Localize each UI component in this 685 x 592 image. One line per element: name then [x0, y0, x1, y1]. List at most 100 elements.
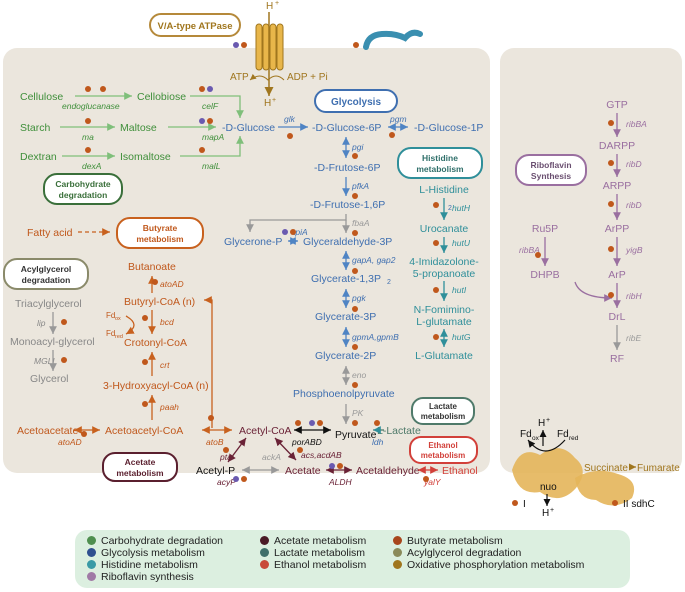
atp-arrow	[249, 73, 285, 81]
g3p-label: Glyceraldehyde-3P	[303, 236, 392, 248]
huti-label: hutI	[452, 285, 467, 295]
mgll-label: MGLL	[34, 356, 57, 366]
arrow	[527, 439, 566, 452]
dot	[608, 160, 614, 166]
dot	[152, 279, 158, 285]
dot	[608, 201, 614, 207]
arrow	[274, 437, 297, 461]
legend-item: Histidine metabolism	[87, 559, 198, 571]
dglucose-label: -D-Glucose	[222, 122, 275, 134]
glycolysis-box	[314, 89, 398, 113]
hutu-label: hutU	[452, 238, 471, 248]
acyl-box	[3, 258, 89, 290]
bacterium-icon	[363, 29, 423, 50]
hist-title-1: Histidine	[422, 153, 458, 163]
lact-title-2: metabolism	[421, 412, 465, 421]
por-label: porABD	[291, 437, 322, 447]
gtp-label: GTP	[606, 99, 628, 111]
acetylcoa-label: Acetyl-CoA	[239, 425, 292, 437]
buty-title-2: metabolism	[136, 234, 184, 244]
ldh-label: ldh	[372, 437, 384, 447]
dot	[352, 230, 358, 236]
endoglucanase-label: endoglucanase	[62, 101, 120, 111]
dot	[389, 132, 395, 138]
fatty-acid-label: Fatty acid	[27, 227, 73, 239]
atp-label: ATP	[230, 72, 249, 83]
butyryl-label: Butyryl-CoA (n)	[124, 296, 195, 308]
yaly-label: yalY	[423, 477, 442, 487]
atpase-label: V/A-type ATPase	[158, 21, 233, 32]
arrow	[246, 214, 347, 232]
legend-label: Butyrate metabolism	[407, 535, 503, 547]
ribo-title-2: Synthesis	[531, 171, 571, 181]
acyp-label: acyP	[217, 477, 236, 487]
ribd2-label: ribD	[626, 200, 642, 210]
legend-item: Acetate metabolism	[260, 535, 366, 547]
ethanol-label: Ethanol	[442, 465, 478, 477]
dot	[85, 147, 91, 153]
dot	[295, 420, 301, 426]
histidine-box	[397, 147, 483, 179]
gpm-label: gpmA,gpmB	[352, 332, 399, 342]
acet-title-1: Acetate	[125, 457, 156, 467]
arrow	[180, 136, 244, 157]
sdh-complex-icon	[575, 470, 635, 506]
nuo-complex-icon	[512, 448, 583, 499]
isomaltose-label: Isomaltose	[120, 151, 171, 163]
pta-label: pta	[219, 452, 232, 462]
dextran-label: Dextran	[20, 151, 57, 163]
mapa-label: mapA	[202, 132, 225, 142]
dot	[85, 118, 91, 124]
legend-dot	[260, 560, 269, 569]
gene-dots	[61, 86, 614, 482]
dot	[233, 476, 239, 482]
cell-panel	[3, 48, 490, 473]
legend-item: Butyrate metabolism	[393, 535, 503, 547]
atob-label: atoB	[206, 437, 224, 447]
acs-label: acs,acdAB	[301, 450, 342, 460]
dot	[433, 334, 439, 340]
legend-item: Oxidative phosphorylation metabolism	[393, 559, 584, 571]
dot	[352, 344, 358, 350]
dot	[353, 42, 359, 48]
legend-dot	[87, 548, 96, 557]
dot	[241, 42, 247, 48]
eno-label: eno	[352, 370, 366, 380]
legend-label: Carbohydrate degradation	[101, 535, 224, 547]
acetylp-label: Acetyl-P	[196, 465, 235, 477]
arpp2-label: ArPP	[605, 223, 630, 235]
h-top-label: H	[266, 1, 273, 12]
dot	[352, 193, 358, 199]
legend-item: Ethanol metabolism	[260, 559, 366, 571]
h1-label: H	[538, 418, 545, 429]
acka-label: ackA	[262, 452, 281, 462]
ribba2-label: ribBA	[519, 245, 540, 255]
drl-label: DrL	[609, 311, 626, 323]
butyrate-box	[116, 217, 204, 249]
arp-label: ArP	[608, 269, 626, 281]
pfka-label: pfkA	[351, 181, 369, 191]
legend: Carbohydrate degradation Glycolysis meta…	[75, 530, 630, 588]
riboflavin-box	[515, 154, 587, 186]
hist-title-2: metabolism	[416, 164, 464, 174]
fd-ox-sub: ox	[532, 435, 540, 442]
g2-label: Glycerate-2P	[315, 350, 376, 362]
carb-title-1: Carbohydrate	[55, 179, 111, 189]
dot	[233, 42, 239, 48]
acetaldehyde-label: Acetaldehyde	[356, 465, 420, 477]
dot	[142, 401, 148, 407]
acetate-label: Acetate	[285, 465, 321, 477]
arrow	[574, 281, 613, 302]
arrow	[227, 437, 247, 463]
legend-item: Glycolysis metabolism	[87, 547, 205, 559]
f16-sub: 2	[448, 205, 452, 212]
legend-item: Riboflavin synthesis	[87, 571, 194, 583]
glycolysis-title: Glycolysis	[331, 97, 381, 108]
arpp-label: ARPP	[603, 180, 632, 192]
legend-dot	[393, 560, 402, 569]
g13-label: Glycerate-1,3P	[311, 273, 381, 285]
fbaa-label: fbaA	[352, 218, 370, 228]
acyl-title-2: degradation	[22, 275, 71, 285]
legend-label: Oxidative phosphorylation metabolism	[407, 559, 585, 571]
